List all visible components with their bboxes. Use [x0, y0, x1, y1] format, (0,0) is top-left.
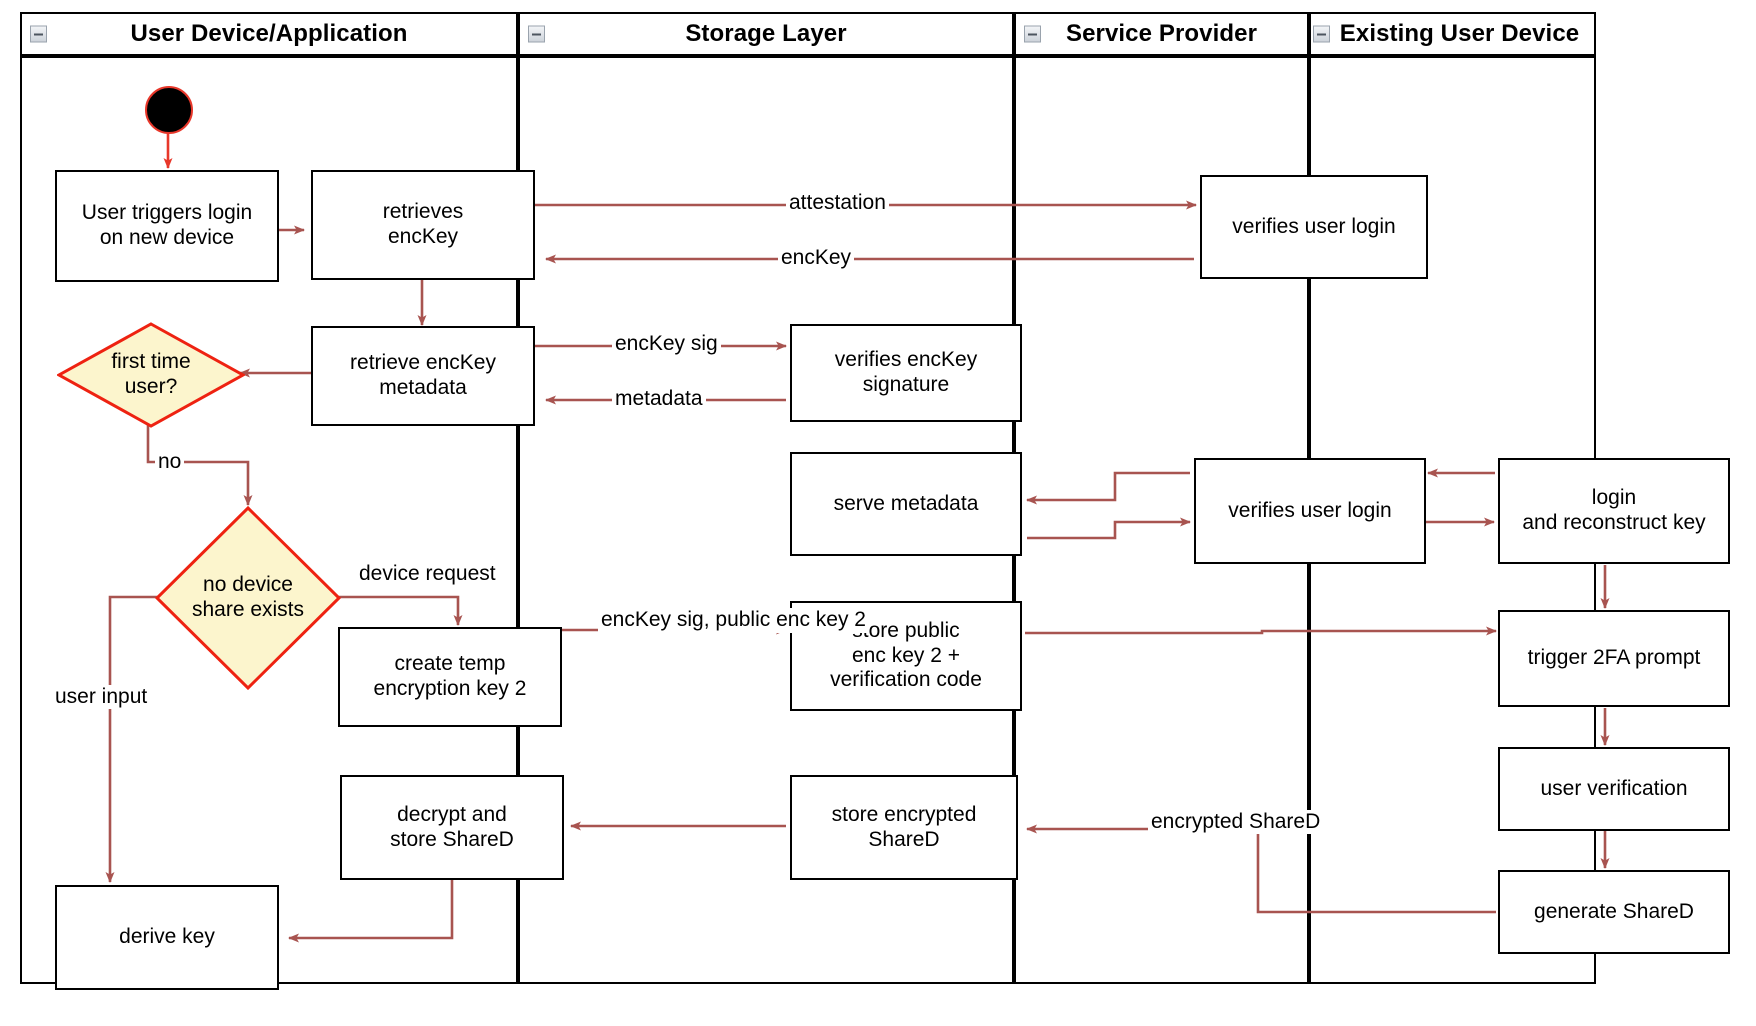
- minus-box-icon[interactable]: [30, 25, 47, 43]
- node-verifies-user-login-1[interactable]: verifies user login: [1200, 175, 1428, 279]
- node-trigger-2fa-prompt[interactable]: trigger 2FA prompt: [1498, 610, 1730, 707]
- decision-label-first-time-user: first time user?: [111, 350, 191, 398]
- node-store-public-enc-key-2[interactable]: store public enc key 2 + verification co…: [790, 601, 1022, 711]
- lane-title-service-provider: Service Provider: [1065, 20, 1258, 47]
- lane-header-storage-layer[interactable]: Storage Layer: [518, 12, 1014, 56]
- decision-first-time-user[interactable]: first time user?: [57, 322, 245, 428]
- lane-title-storage-layer: Storage Layer: [685, 20, 847, 47]
- lane-header-existing-user-device[interactable]: Existing User Device: [1309, 12, 1596, 56]
- edge-label-no: no: [155, 450, 185, 475]
- lane-header-service-provider[interactable]: Service Provider: [1014, 12, 1309, 56]
- decision-label-no-device-share: no device share exists: [191, 573, 305, 621]
- edge-label-encrypted-shared: encrypted ShareD: [1148, 810, 1324, 835]
- node-store-encrypted-shared[interactable]: store encrypted ShareD: [790, 775, 1018, 880]
- lane-title-existing-user-device: Existing User Device: [1339, 20, 1580, 47]
- node-login-and-reconstruct-key[interactable]: login and reconstruct key: [1498, 458, 1730, 564]
- minus-box-icon[interactable]: [1313, 25, 1330, 43]
- edge-label-metadata: metadata: [612, 387, 706, 412]
- lane-header-user-device[interactable]: User Device/Application: [20, 12, 518, 56]
- diamond-shape-first-time-user: [57, 322, 245, 428]
- edge-label-device-request: device request: [356, 562, 499, 587]
- diamond-shape-no-device-share: [155, 506, 341, 690]
- edge-label-enckey-sig-public-enc-key-2: encKey sig, public enc key 2: [598, 608, 869, 633]
- edge-label-enckey-sig: encKey sig: [612, 332, 721, 357]
- start-node: [145, 86, 193, 134]
- node-derive-key[interactable]: derive key: [55, 885, 279, 990]
- node-serve-metadata[interactable]: serve metadata: [790, 452, 1022, 556]
- node-retrieve-enckey-metadata[interactable]: retrieve encKey metadata: [311, 326, 535, 426]
- edge-label-enckey: encKey: [778, 246, 855, 271]
- node-create-temp-encryption-key-2[interactable]: create temp encryption key 2: [338, 627, 562, 727]
- minus-box-icon[interactable]: [528, 25, 545, 43]
- node-retrieves-enckey[interactable]: retrieves encKey: [311, 170, 535, 280]
- node-generate-shared[interactable]: generate ShareD: [1498, 870, 1730, 954]
- lane-title-user-device: User Device/Application: [130, 20, 408, 47]
- node-decrypt-and-store-shared[interactable]: decrypt and store ShareD: [340, 775, 564, 880]
- node-user-verification[interactable]: user verification: [1498, 747, 1730, 831]
- edge-label-user-input: user input: [52, 685, 151, 710]
- node-verifies-user-login-2[interactable]: verifies user login: [1194, 458, 1426, 564]
- minus-box-icon[interactable]: [1024, 25, 1041, 43]
- edge-label-attestation: attestation: [786, 191, 889, 216]
- node-user-triggers-login[interactable]: User triggers login on new device: [55, 170, 279, 282]
- node-verifies-enckey-signature[interactable]: verifies encKey signature: [790, 324, 1022, 422]
- decision-no-device-share-exists[interactable]: no device share exists: [155, 506, 341, 690]
